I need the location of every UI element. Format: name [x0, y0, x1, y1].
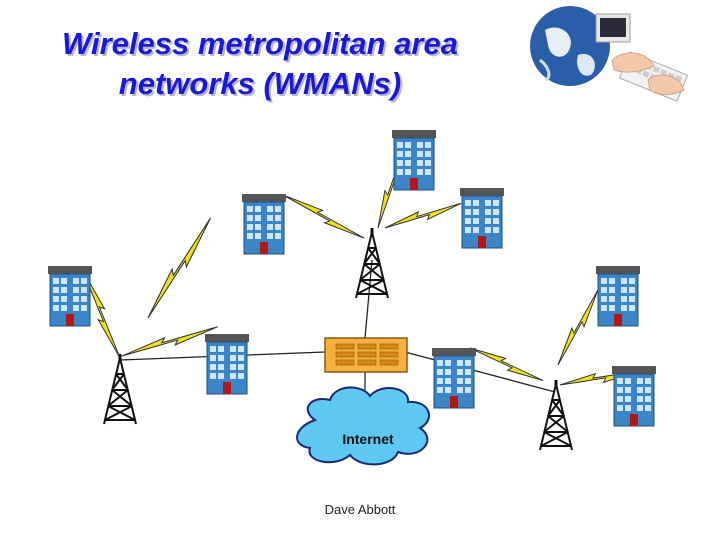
- building-icon: [611, 365, 657, 427]
- link-bolt: [280, 190, 368, 244]
- building-icon: [47, 265, 93, 327]
- title-line-2: networks (WMANs): [118, 66, 402, 101]
- globe-icon: [530, 6, 610, 86]
- buildings: [47, 129, 657, 427]
- link-bolt: [142, 214, 216, 322]
- tower-icon: [354, 226, 390, 300]
- slide-title: Wireless metropolitan area networks (WMA…: [20, 24, 500, 104]
- tower-icon: [538, 378, 574, 452]
- router-icon: [324, 337, 408, 373]
- building-icon: [204, 333, 250, 395]
- internet-cloud-icon: Internet: [296, 386, 431, 466]
- building-icon: [459, 187, 505, 249]
- building-icon: [431, 347, 477, 409]
- link-bolt: [553, 287, 603, 368]
- building-icon: [391, 129, 437, 191]
- typing-hands-icon: [611, 52, 685, 95]
- title-line-1: Wireless metropolitan area: [62, 26, 458, 61]
- internet-label: Internet: [342, 431, 394, 447]
- building-icon: [241, 193, 287, 255]
- building-icon: [595, 265, 641, 327]
- globe-computer-clipart: [528, 4, 700, 108]
- tower-icon: [102, 352, 138, 426]
- footer-author: Dave Abbott: [324, 502, 396, 517]
- link-bolt: [120, 321, 220, 362]
- link-bolt: [382, 198, 464, 234]
